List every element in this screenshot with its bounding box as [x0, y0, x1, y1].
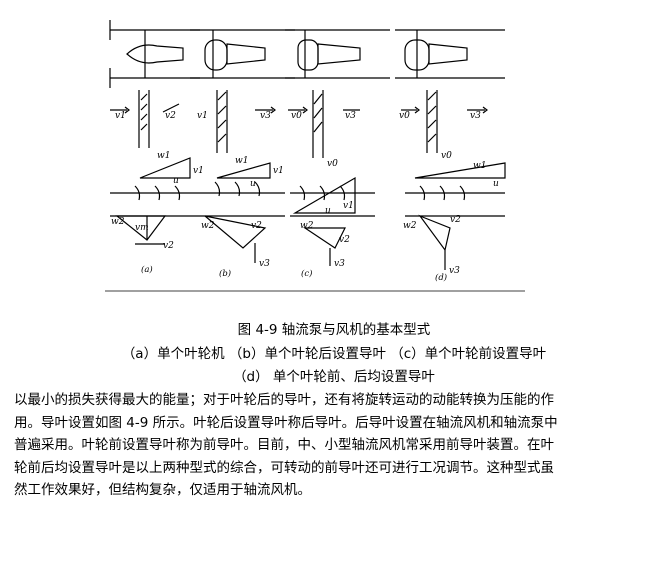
- panel-c-v0-label: v0: [327, 159, 338, 169]
- figure-caption-subtitle-1: （a）单个叶轮机 （b）单个叶轮后设置导叶 （c）单个叶轮前设置导叶: [121, 346, 547, 362]
- panel-label-a: (a): [141, 264, 153, 275]
- panel-d-w1-label: w1: [473, 161, 486, 171]
- body-line: 轮前后均设置导叶是以上两种型式的综合，可转动的前导叶还可进行工况调节。这种型式虽: [14, 459, 554, 476]
- panel-b-v2-label: v2: [251, 221, 262, 231]
- panel-b-outlet-label: v3: [260, 111, 271, 121]
- panel-b-w1-label: w1: [235, 156, 248, 166]
- panel-d-u-label: u: [493, 179, 499, 189]
- panel-c-u-label: u: [325, 206, 331, 216]
- panel-a-w1-label: w1: [157, 151, 170, 161]
- body-line: 普遍采用。叶轮前设置导叶称为前导叶。目前，中、小型轴流风机常采用前导叶装置。在叶: [14, 437, 554, 453]
- panel-a-outlet-label: v2: [165, 111, 176, 121]
- body-paragraph: 以最小的损失获得最大的能量；对于叶轮后的导叶，还有将旋转运动的动能转换为压能的作…: [14, 389, 654, 502]
- figure-caption-title: 图 4-9 轴流泵与风机的基本型式: [237, 322, 431, 338]
- panel-b-v1-label: v1: [273, 166, 284, 176]
- panel-d-w2-label: w2: [403, 221, 417, 231]
- panel-label-b: (b): [219, 268, 231, 279]
- panel-a-w2-label: w2: [111, 217, 125, 227]
- panel-b-u-label: u: [250, 179, 256, 189]
- panel-c-v1-label: v1: [343, 201, 354, 211]
- panel-c-w2-label: w2: [300, 221, 314, 231]
- panel-c: [285, 29, 390, 266]
- panel-b-w2-label: w2: [201, 221, 215, 231]
- panel-b-inlet-label: v1: [197, 111, 208, 121]
- panel-c-outlet-label: v3: [345, 111, 356, 121]
- panel-a-inlet-label: v1: [115, 111, 126, 121]
- panel-label-d: (d): [435, 272, 447, 283]
- panel-b-v3-label: v3: [259, 259, 270, 269]
- body-line: 用。导叶设置如图 4-9 所示。叶轮后设置导叶称后导叶。后导叶设置在轴流风机和轴…: [14, 414, 558, 431]
- panel-a: [109, 20, 200, 245]
- panel-c-inlet-label: v0: [291, 111, 302, 121]
- panel-label-c: (c): [301, 268, 312, 279]
- body-line: 以最小的损失获得最大的能量；对于叶轮后的导叶，还有将旋转运动的动能转换为压能的作: [14, 392, 554, 408]
- panel-d-v2-label: v2: [450, 215, 461, 225]
- panel-a-v1-label: v1: [193, 166, 204, 176]
- figure-caption-subtitle-2: （d） 单个叶轮前、后均设置导叶: [233, 369, 435, 385]
- panel-a-vm-label: vm: [135, 223, 149, 233]
- panel-d-v3-label: v3: [449, 266, 460, 276]
- panel-d-inlet-label: v0: [399, 111, 410, 121]
- panel-a-u-label: u: [173, 176, 179, 186]
- panel-d-outlet-label: v3: [470, 111, 481, 121]
- panel-c-v2-label: v2: [339, 235, 350, 245]
- panel-a-v2-label: v2: [163, 241, 174, 251]
- panel-b: [190, 29, 295, 263]
- panel-d: [395, 29, 506, 270]
- body-line: 然工作效果好，但结构复杂，仅适用于轴流风机。: [14, 482, 311, 498]
- panel-c-v3-label: v3: [334, 259, 345, 269]
- panel-d-v0-label: v0: [441, 151, 452, 161]
- axial-fan-figure: v1 v2 w1 v1 u w2 vm v2 v1 v3 w1 v1 u w2 …: [105, 20, 525, 292]
